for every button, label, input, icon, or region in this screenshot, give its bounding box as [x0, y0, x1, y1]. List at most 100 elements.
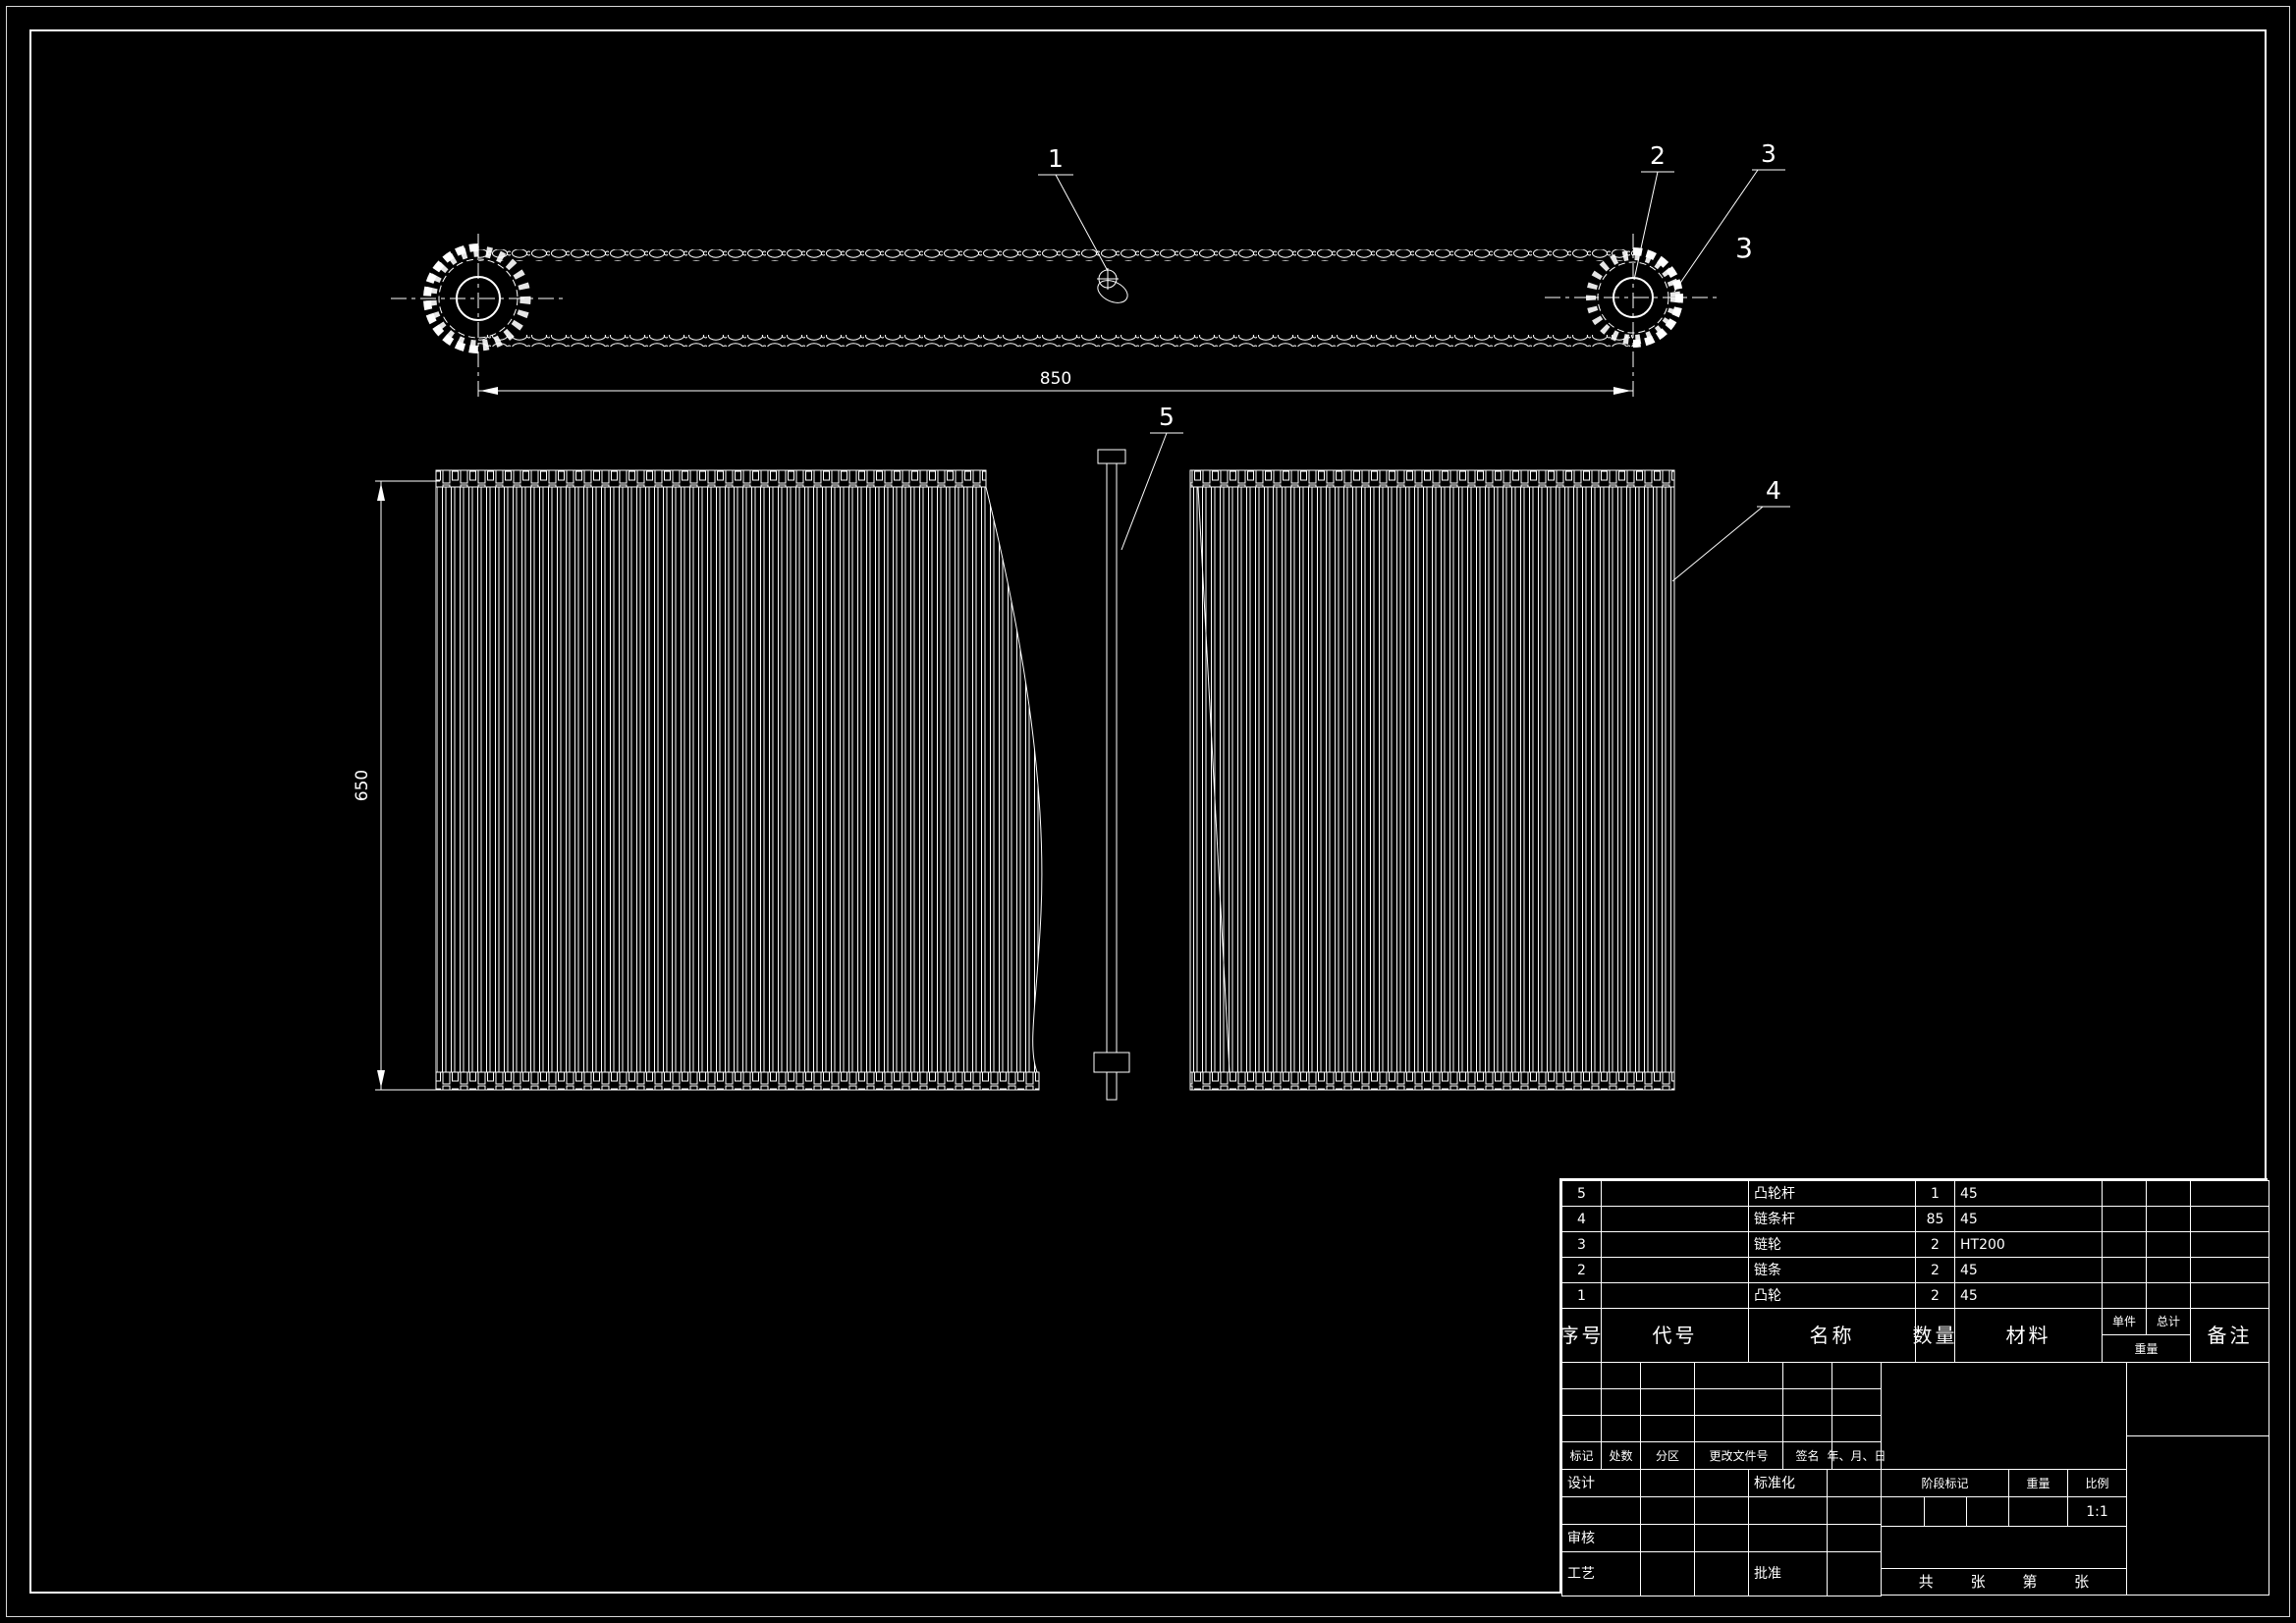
revision-cell [1601, 1388, 1641, 1416]
revision-cell [1601, 1362, 1641, 1389]
balloon-3-dup: 3 [1735, 232, 1753, 264]
bom-cell-code [1601, 1206, 1749, 1232]
balloon-4: 4 [1671, 476, 1790, 582]
tb-cell-empty [1694, 1551, 1749, 1596]
bom-header-weight: 重量 [2102, 1334, 2191, 1363]
tb-label-stage-mark: 阶段标记 [1881, 1469, 2009, 1497]
tb-cell-empty [1694, 1524, 1749, 1552]
tb-cell-empty [2126, 1435, 2269, 1596]
left-curtain-bottom-links [435, 1071, 1040, 1091]
left-curtain-sag-edge [985, 486, 1043, 1073]
revision-cell [1831, 1388, 1882, 1416]
bom-cell-code [1601, 1257, 1749, 1283]
tb-sheet-row: 共 张 第 张 [1881, 1568, 2127, 1596]
tb-total-label: 共 [1918, 1572, 1934, 1591]
tb-cell-empty [1694, 1469, 1749, 1497]
bom-cell-name: 链轮 [1748, 1231, 1916, 1258]
revision-cell [1694, 1362, 1783, 1389]
chain-bottom-run [478, 335, 1633, 347]
cam-rod [1093, 449, 1130, 1101]
bom-cell-material: 45 [1954, 1282, 2103, 1309]
tb-label-weight: 重量 [2008, 1469, 2068, 1497]
chain-top-run [478, 249, 1633, 261]
bom-cell-qty: 2 [1915, 1282, 1955, 1309]
left-sprocket [425, 245, 531, 352]
bom-header-material: 材料 [1954, 1308, 2103, 1363]
tb-scale-value: 1:1 [2067, 1496, 2127, 1527]
revision-cell [1694, 1388, 1783, 1416]
bom-header-remarks: 备注 [2190, 1308, 2269, 1363]
bom-cell-code [1601, 1231, 1749, 1258]
tb-label-mark: 标记 [1561, 1441, 1602, 1470]
tb-cell-empty [1827, 1496, 1882, 1525]
revision-cell [1831, 1362, 1882, 1389]
tb-cell-empty [1827, 1524, 1882, 1552]
right-curtain-bottom-links [1189, 1071, 1675, 1091]
balloon-1: 1 [1038, 144, 1109, 272]
tb-label-process: 工艺 [1561, 1551, 1641, 1596]
tb-index-label: 第 [2022, 1572, 2038, 1591]
right-curtain-slant-edge [1197, 486, 1230, 1073]
svg-text:2: 2 [1650, 141, 1666, 170]
dimension-850: 850 [478, 369, 1633, 395]
revision-cell [1561, 1415, 1602, 1442]
bom-header-qty: 数量 [1913, 1308, 1955, 1363]
bom-cell-name: 链条杆 [1748, 1206, 1916, 1232]
tb-sheet-label: 张 [2074, 1572, 2090, 1591]
svg-text:4: 4 [1766, 476, 1781, 505]
bom-cell-seq: 4 [1561, 1206, 1602, 1232]
tb-cell-empty [2126, 1362, 2269, 1436]
revision-cell [1601, 1415, 1641, 1442]
bom-cell-empty [2190, 1231, 2269, 1258]
revision-cell [1640, 1388, 1695, 1416]
right-curtain [1189, 469, 1675, 1091]
bom-cell-qty: 2 [1915, 1231, 1955, 1258]
tb-label-zone: 分区 [1640, 1441, 1695, 1470]
tb-label-standardization: 标准化 [1748, 1469, 1828, 1497]
dimension-650: 650 [353, 480, 440, 1091]
revision-cell [1640, 1362, 1695, 1389]
dim-650-text: 650 [353, 770, 372, 801]
tb-cell-empty [1966, 1496, 2009, 1527]
tb-cell-empty [1640, 1496, 1695, 1525]
tb-label-scale: 比例 [2067, 1469, 2127, 1497]
bom-cell-code [1601, 1180, 1749, 1207]
svg-text:3: 3 [1761, 139, 1777, 168]
tb-cell-empty [1881, 1526, 2127, 1569]
bom-cell-empty [2146, 1257, 2191, 1283]
bom-cell-empty [2146, 1180, 2191, 1207]
tb-cell-empty [1694, 1496, 1749, 1525]
left-curtain [435, 469, 1043, 1091]
svg-text:1: 1 [1048, 144, 1064, 173]
bom-cell-empty [2102, 1257, 2147, 1283]
bom-cell-empty [2146, 1206, 2191, 1232]
bom-cell-material: HT200 [1954, 1231, 2103, 1258]
bom-cell-seq: 2 [1561, 1257, 1602, 1283]
right-curtain-top-links [1189, 469, 1675, 488]
revision-cell [1561, 1388, 1602, 1416]
bom-cell-empty [2102, 1180, 2147, 1207]
right-sprocket [1586, 250, 1680, 345]
left-curtain-sag-fill [986, 487, 1042, 1072]
bom-cell-empty [2102, 1206, 2147, 1232]
bom-cell-empty [2146, 1282, 2191, 1309]
tb-label-date: 年、月、日 [1828, 1441, 1886, 1470]
bom-cell-material: 45 [1954, 1206, 2103, 1232]
bom-header-total: 总计 [2146, 1308, 2191, 1335]
drawing-frame [29, 29, 2267, 1594]
revision-cell [1782, 1415, 1832, 1442]
bom-cell-empty [2190, 1257, 2269, 1283]
svg-text:5: 5 [1159, 403, 1175, 431]
tb-cell-empty [1881, 1496, 1925, 1527]
bom-cell-name: 链条 [1748, 1257, 1916, 1283]
tb-label-design: 设计 [1561, 1469, 1641, 1497]
bom-cell-material: 45 [1954, 1180, 2103, 1207]
bom-cell-seq: 5 [1561, 1180, 1602, 1207]
bom-cell-name: 凸轮 [1748, 1282, 1916, 1309]
dim-850-text: 850 [1040, 369, 1071, 389]
title-block: 5 凸轮杆 1 45 4 链条杆 85 45 3 链轮 2 HT200 2 链条… [1559, 1178, 2269, 1596]
cam-part [1097, 268, 1128, 303]
bom-cell-qty: 2 [1915, 1257, 1955, 1283]
